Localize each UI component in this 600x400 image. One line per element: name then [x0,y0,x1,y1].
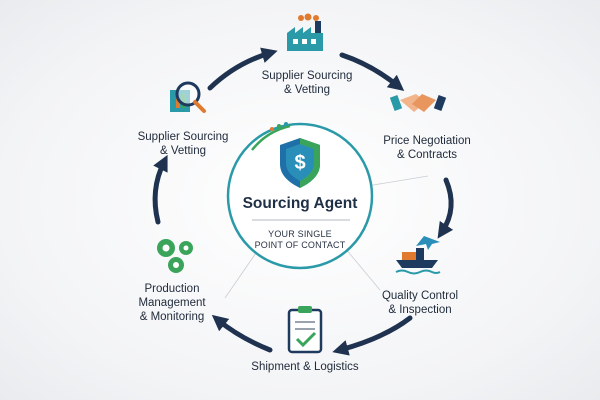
stage-left-upper-line1: Supplier Sourcing [137,131,229,143]
center-subtitle-line1: YOUR SINGLE [268,229,332,239]
stage-label-right-upper: Price Negotiation & Contracts [372,134,482,162]
stage-right-lower-line1: Quality Control [381,290,459,302]
arrow-right [437,177,454,239]
arrow-bottom-right [332,315,413,356]
center-hub [226,122,374,270]
stage-left-lower-line3: & Monitoring [139,311,205,323]
stage-right-upper-line2: & Contracts [396,149,458,161]
center-subtitle-line2: POINT OF CONTACT [254,240,346,250]
stage-label-top: Supplier Sourcing & Vetting [252,69,362,97]
center-title: Sourcing Agent [242,195,358,212]
stage-top-line1: Supplier Sourcing [261,70,353,82]
factory-icon [287,13,323,51]
stage-label-bottom: Shipment & Logistics [240,360,370,374]
gears-icon [157,239,193,273]
stage-bottom-line1: Shipment & Logistics [251,361,359,373]
stage-right-upper-line1: Price Negotiation [383,135,471,147]
center-subtitle: YOUR SINGLE POINT OF CONTACT [240,229,360,251]
arrow-bottom-left [211,314,273,353]
magnifier-chart-icon [170,81,206,113]
arrow-top-left [207,47,278,91]
stage-left-lower-line1: Production [144,283,200,295]
cycle-arrows [152,47,454,356]
stage-label-left-lower: Production Management & Monitoring [122,282,222,324]
stage-label-left-upper: Supplier Sourcing & Vetting [128,130,238,158]
handshake-icon [389,94,447,112]
stage-label-right-lower: Quality Control & Inspection [370,289,470,317]
arrow-top-right [339,52,405,92]
stage-right-lower-line2: & Inspection [388,304,452,316]
clipboard-check-icon [287,306,323,354]
svg-text:$: $ [294,152,305,174]
ship-plane-icon [395,236,441,275]
shield-dollar-icon: $ [280,138,320,188]
stage-left-upper-line2: & Vetting [159,145,207,157]
arrow-left [152,154,168,225]
stage-top-line2: & Vetting [283,84,331,96]
stage-left-lower-line2: Management [138,297,206,309]
